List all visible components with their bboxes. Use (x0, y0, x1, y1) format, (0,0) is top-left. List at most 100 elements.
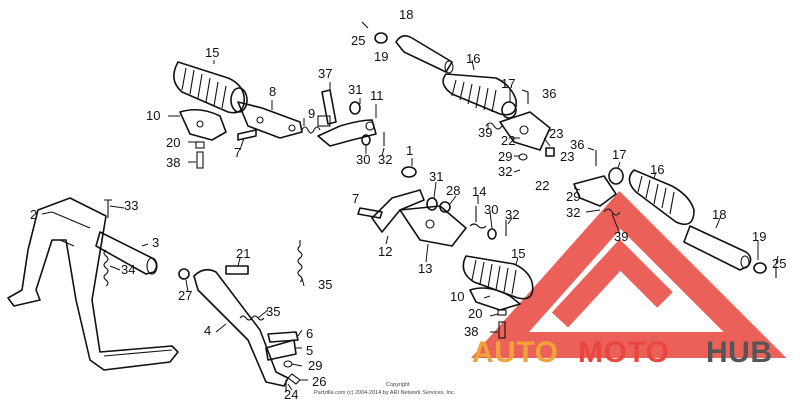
spring-35-upper (297, 240, 303, 283)
footrest-bracket-10 (179, 108, 227, 141)
footrest-bracket-10-lower (469, 287, 521, 311)
stand-shaft-3 (95, 231, 158, 275)
callout-32-middle: 32 (505, 207, 519, 222)
callout-10-lower: 10 (450, 289, 464, 304)
callout-24: 24 (284, 387, 298, 402)
callout-23-upper: 23 (549, 126, 563, 141)
callout-9: 9 (308, 106, 315, 121)
bolt-36-upper (521, 89, 529, 104)
brand-text-moto: MOTO (578, 336, 669, 369)
callout-27: 27 (178, 288, 192, 303)
callout-10-upper: 10 (146, 108, 160, 123)
callout-25-lower: 25 (772, 256, 786, 271)
side-stand-4 (193, 268, 289, 387)
footrest-rubber-15-lower (462, 255, 534, 300)
callout-32-upper: 32 (378, 152, 392, 167)
callout-1: 1 (406, 143, 413, 158)
nut-19-lower (753, 262, 767, 274)
callout-19-lower: 19 (752, 229, 766, 244)
bolt-21 (225, 265, 249, 275)
callout-6: 6 (306, 326, 313, 341)
spring-35-lower (239, 315, 265, 321)
brand-watermark: AUTO MOTO HUB (472, 336, 772, 369)
copyright-line-2: Partzilla.com (c) 2004-2014 by ARI Netwo… (314, 390, 456, 396)
callout-13: 13 (418, 261, 432, 276)
callout-16-lower: 16 (650, 162, 664, 177)
callout-25-upper: 25 (351, 33, 365, 48)
callout-15-upper: 15 (205, 45, 219, 60)
callout-29-lower: 29 (308, 358, 322, 373)
pivot-lever-11 (317, 119, 377, 147)
leader-lines (41, 59, 779, 391)
callout-22-upper: 22 (501, 133, 515, 148)
footrest-bar-8 (237, 101, 303, 139)
nut-28 (439, 201, 451, 213)
washer-29-lower (283, 360, 293, 368)
switch-5 (265, 339, 297, 361)
footrest-shaft-18-lower (683, 225, 752, 271)
washer-17-upper (501, 101, 517, 119)
bolt-37 (317, 89, 337, 127)
pedal-1 (401, 166, 417, 178)
spring-39-lower (603, 208, 621, 216)
washer-17-lower (608, 167, 624, 185)
callout-28: 28 (446, 183, 460, 198)
callout-31-upper: 31 (348, 82, 362, 97)
callout-31-middle: 31 (429, 169, 443, 184)
callout-17-upper: 17 (501, 76, 515, 91)
washer-29-a (518, 153, 528, 161)
callout-7-upper: 7 (234, 145, 241, 160)
callout-32-right: 32 (498, 164, 512, 179)
callout-39-upper: 39 (478, 125, 492, 140)
callout-18-lower: 18 (712, 207, 726, 222)
callout-30-middle: 30 (484, 202, 498, 217)
callout-37: 37 (318, 66, 332, 81)
callout-33: 33 (124, 198, 138, 213)
triangle-logo-icon (471, 191, 787, 358)
spring-14 (469, 206, 487, 229)
spring-39-upper (485, 122, 503, 130)
spring-9 (301, 126, 321, 134)
nut-19-upper (374, 32, 388, 44)
callout-29-lower-right: 29 (566, 189, 580, 204)
callout-3: 3 (152, 235, 159, 250)
spring-34 (103, 249, 109, 287)
bolt-20-38-left (195, 141, 205, 169)
callout-26: 26 (312, 374, 326, 389)
callout-2: 2 (30, 207, 37, 222)
plate-6 (267, 331, 299, 343)
washer-31-middle (426, 197, 438, 211)
callout-4: 4 (204, 323, 211, 338)
washer-30-upper (361, 134, 371, 146)
callout-35-lower: 35 (266, 304, 280, 319)
callout-38-upper: 38 (166, 155, 180, 170)
callout-39-lower: 39 (614, 229, 628, 244)
callout-36-right: 36 (570, 137, 584, 152)
callout-20-lower: 20 (468, 306, 482, 321)
callout-16-upper: 16 (466, 51, 480, 66)
callout-29-upper: 29 (498, 149, 512, 164)
callout-35-upper: 35 (318, 277, 332, 292)
pin-7-middle (357, 207, 383, 219)
pin-7-left (237, 129, 257, 141)
callout-8: 8 (269, 84, 276, 99)
callout-22-lower: 22 (535, 178, 549, 193)
copyright-line-1: Copyright (386, 382, 410, 388)
bolt-20-38-lower (497, 309, 507, 339)
callout-labels: 18 25 19 15 16 37 8 31 11 17 36 10 9 39 … (30, 7, 786, 402)
callout-21: 21 (236, 246, 250, 261)
callout-5: 5 (306, 343, 313, 358)
callout-15-lower: 15 (511, 246, 525, 261)
callout-17-lower: 17 (612, 147, 626, 162)
callout-32-lower-right: 32 (566, 205, 580, 220)
callout-38-lower: 38 (464, 324, 478, 339)
callout-30-upper: 30 (356, 152, 370, 167)
callout-36-upper: 36 (542, 86, 556, 101)
nut-27 (178, 268, 190, 280)
footrest-rubber-16-upper (442, 73, 517, 116)
callout-19-upper: 19 (374, 49, 388, 64)
washer-30-middle (487, 228, 497, 240)
callout-34: 34 (121, 262, 135, 277)
